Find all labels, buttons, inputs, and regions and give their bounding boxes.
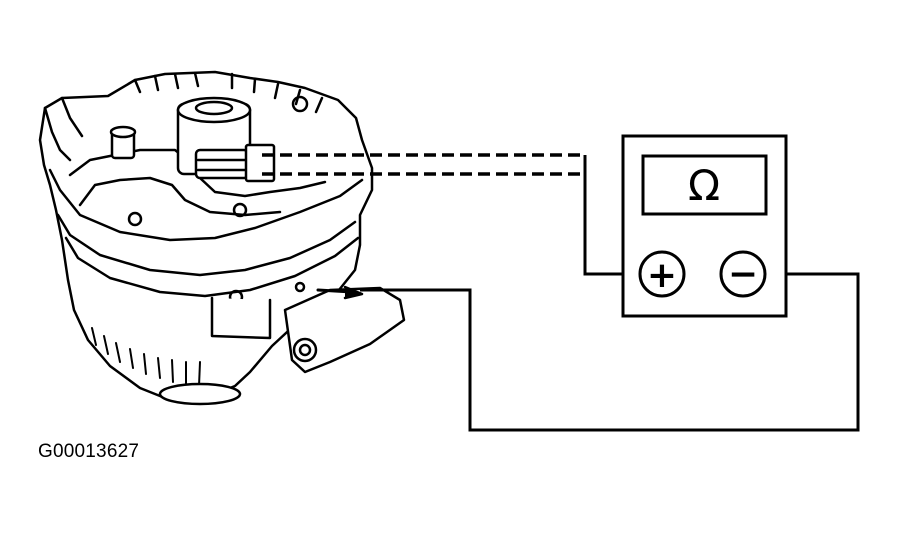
negative-terminal-symbol: − (728, 254, 758, 295)
housing-band-lower (64, 236, 360, 298)
stator-probe-tip (343, 285, 364, 300)
mounting-boss (210, 296, 272, 340)
ohmmeter-display (641, 154, 768, 216)
mounting-lug-hole (292, 337, 318, 363)
terminal-stud-top (109, 125, 137, 139)
housing-band-upper (56, 213, 357, 277)
screw-hole-1 (291, 95, 309, 113)
screw-hole-3 (232, 202, 248, 218)
screw-hole-2 (127, 211, 143, 227)
hub-ring-stripes (196, 158, 248, 172)
inner-panel-lower (78, 176, 282, 217)
mounting-lug-hole-inner (298, 343, 312, 357)
ohm-symbol: Ω (688, 161, 720, 210)
rear-bearing-cap (158, 382, 242, 406)
cooling-slots (91, 327, 201, 387)
pulley-hub-top (176, 96, 252, 124)
wire-from-negative (360, 272, 860, 432)
positive-terminal (638, 250, 686, 298)
negative-terminal (719, 250, 767, 298)
ohmmeter: Ω + − (621, 134, 788, 318)
alternator-drawing (38, 70, 406, 406)
pulley-hub-bore (194, 100, 234, 116)
hub-ring (194, 148, 250, 180)
mounting-ear-left (43, 96, 84, 162)
top-plate-edge (48, 168, 364, 242)
figure-id: G00013627 (38, 441, 140, 462)
positive-terminal-symbol: + (647, 255, 677, 296)
screw-hole-5 (294, 281, 306, 293)
